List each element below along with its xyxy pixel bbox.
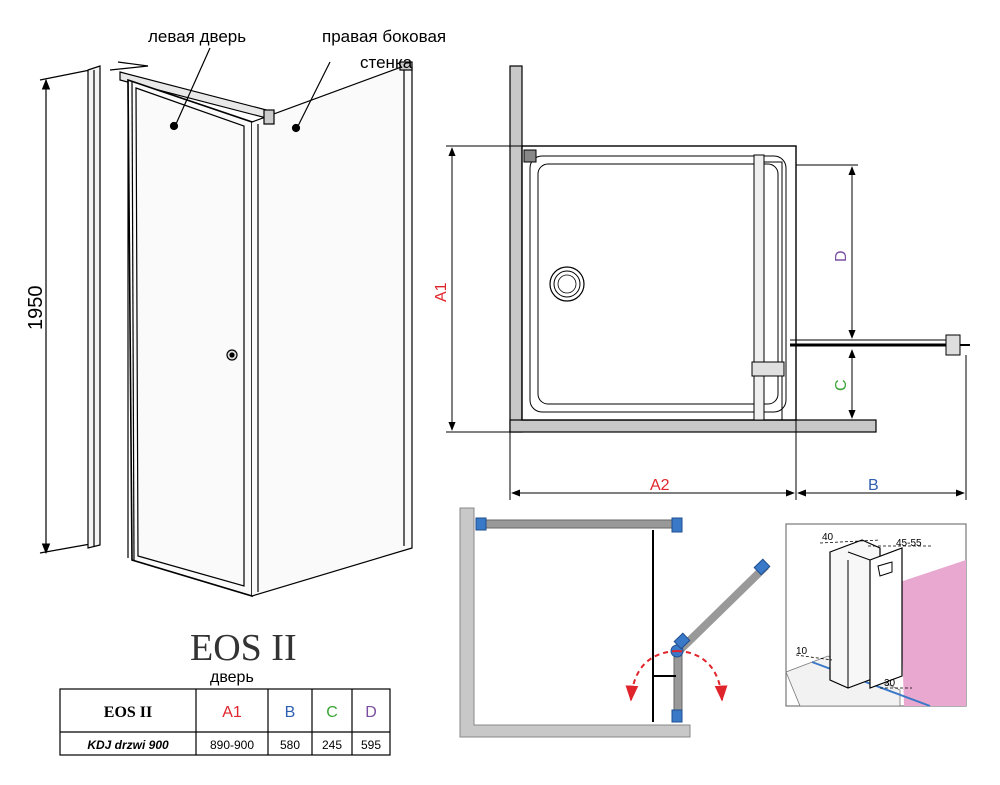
label-a2: A2 [650,477,670,494]
table-header-d: D [365,704,377,721]
table-header-model: EOS II [104,704,152,721]
table-header-a1: A1 [222,704,242,721]
label-left-door: левая дверь [148,27,246,46]
table-cell-c: 245 [322,738,342,752]
label-right-wall-line2: стенка [360,53,413,72]
label-height: 1950 [25,286,47,331]
left-door [127,78,253,598]
label-detail-45-55: 45-55 [896,538,922,549]
back-wall [509,65,523,433]
opening-arc-left [625,650,678,702]
opening-arc-right [676,650,728,702]
floor-wall [509,419,877,433]
drain-icon [549,266,585,302]
table-cell-a1: 890-900 [210,738,254,752]
label-detail-10: 10 [796,646,808,657]
table-cell-model: KDJ drzwi 900 [87,738,169,752]
label-right-wall-line1: правая боковая [322,27,446,46]
label-c: C [833,379,850,391]
product-title: EOS II [190,627,297,669]
label-d: D [833,250,850,262]
label-detail-30: 30 [884,678,896,689]
table-header-c: C [326,704,338,721]
table-cell-d: 595 [361,738,381,752]
label-detail-40: 40 [822,532,834,543]
shower-tray [521,145,797,421]
perspective-view [39,47,413,598]
product-subtitle: дверь [210,669,254,686]
table-header-b: B [285,704,296,721]
label-a1: A1 [433,282,450,302]
profile-detail [785,523,967,707]
scheme-wall [459,507,691,738]
label-b: B [868,477,879,494]
plan-view [446,65,970,500]
opening-scheme [459,507,771,738]
table-cell-b: 580 [280,738,300,752]
dimensions-table [59,688,391,756]
right-side-wall [251,65,413,597]
